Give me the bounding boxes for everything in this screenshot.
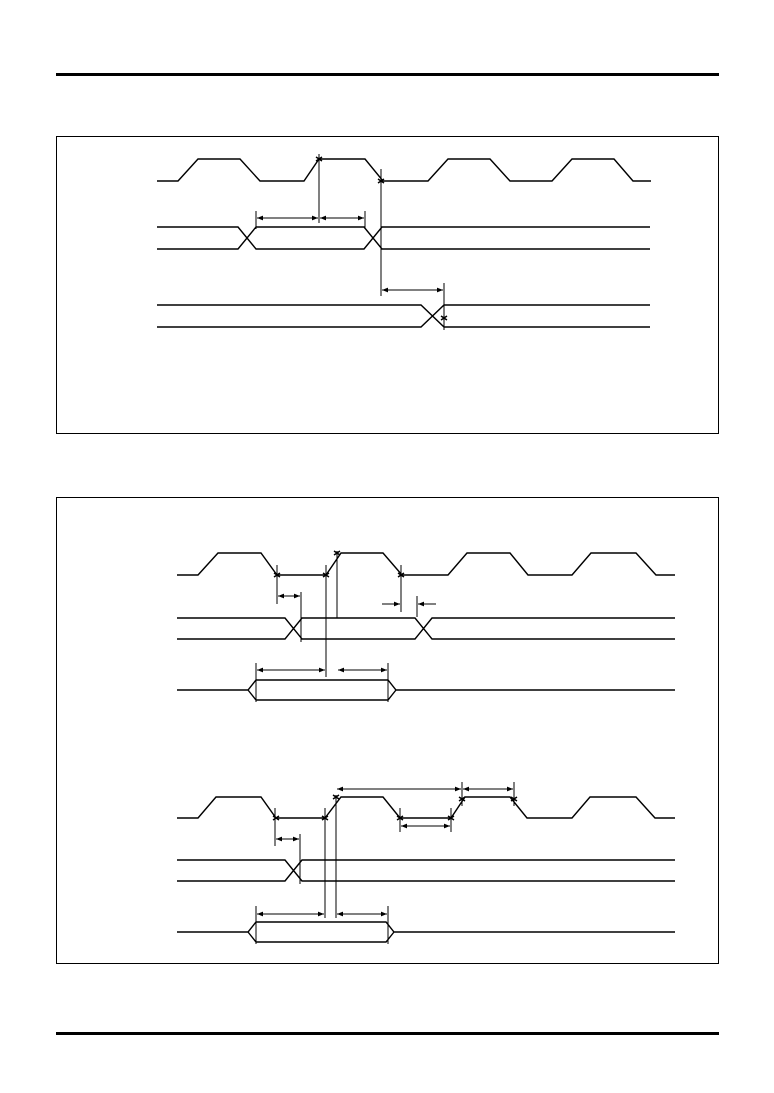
address-waveform (177, 617, 675, 640)
header-rule (56, 73, 719, 76)
timing-panel-1 (56, 136, 719, 434)
diagram-1 (157, 154, 651, 330)
address-waveform (177, 859, 675, 882)
data-waveform (177, 679, 675, 701)
clock-waveform (177, 552, 675, 576)
clock-waveform (157, 158, 651, 182)
diagram-2a (177, 551, 675, 702)
data-waveform (177, 921, 675, 943)
footer-rule (56, 1032, 719, 1035)
edge-ticks (272, 156, 518, 821)
data-bus-waveform (157, 226, 650, 250)
clock-waveform (177, 796, 675, 819)
timing-panel-2 (56, 497, 719, 964)
diagram-2b (177, 782, 675, 944)
output-waveform (157, 304, 650, 328)
